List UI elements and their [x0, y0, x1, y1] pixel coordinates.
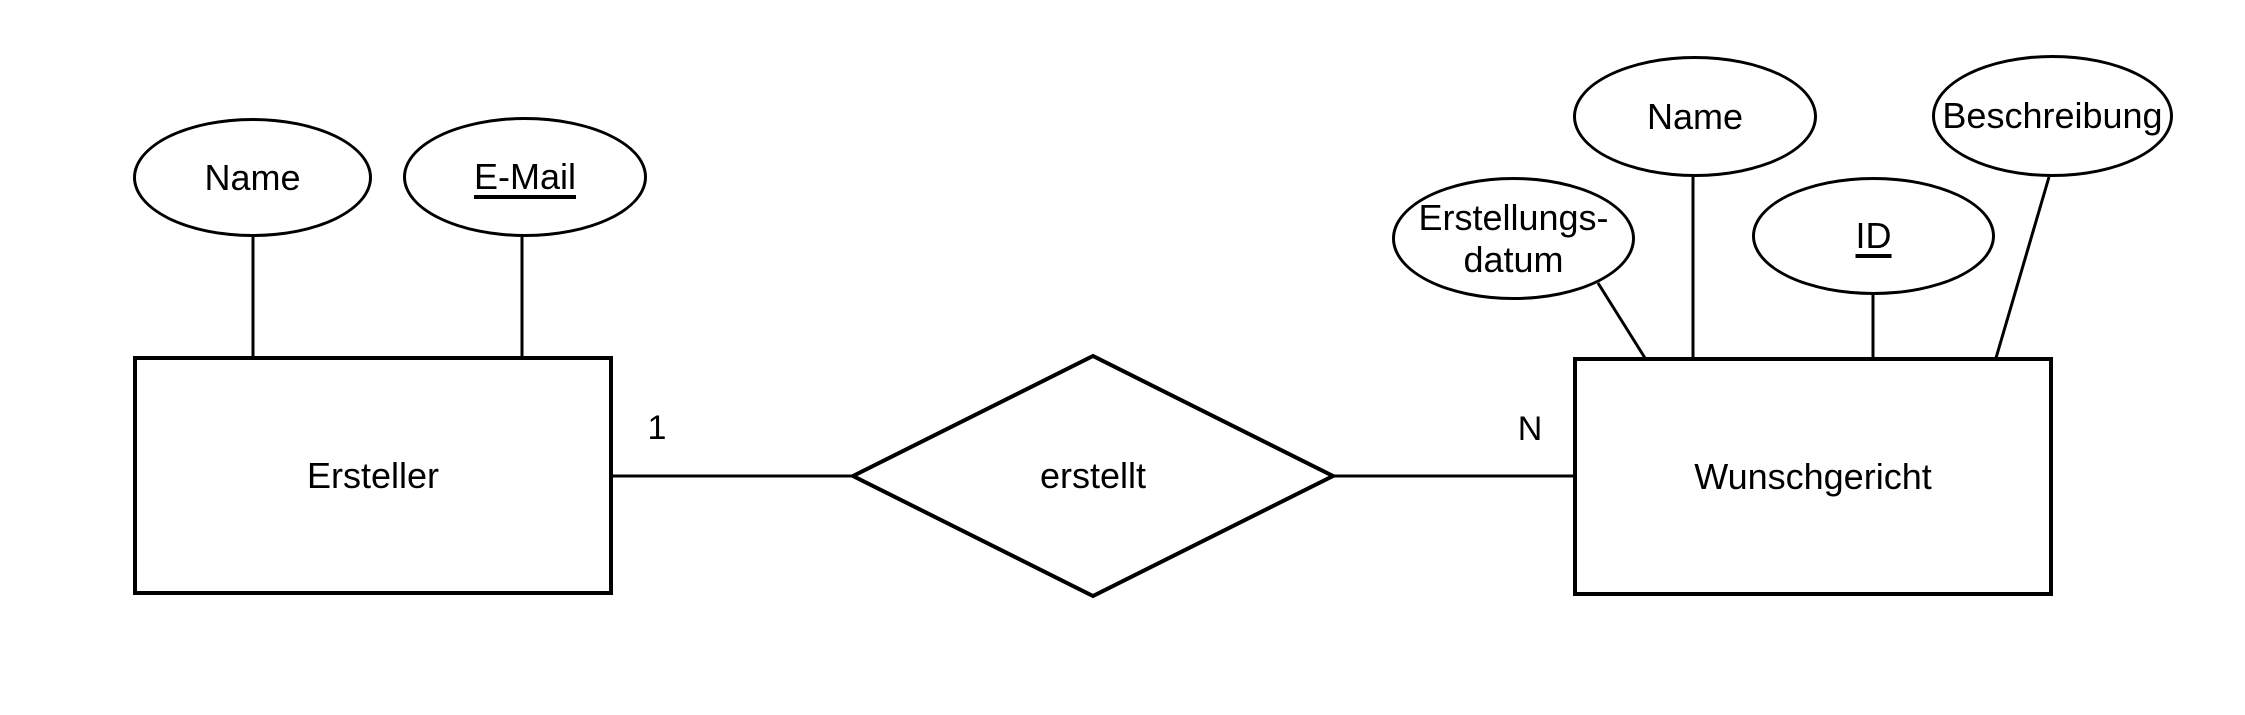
entity-ersteller[interactable]: Ersteller [133, 356, 613, 595]
attribute-label-key: E-Mail [473, 156, 576, 198]
cardinality-left: 1 [647, 408, 667, 447]
cardinality-right: N [1517, 409, 1543, 448]
attribute-label: Name [204, 156, 301, 198]
entity-wunschgericht[interactable]: Wunschgericht [1573, 357, 2053, 596]
attribute-wunschgericht-beschreibung[interactable]: Beschreibung [1932, 55, 2173, 177]
attribute-label: Beschreibung [1942, 95, 2163, 137]
attribute-label: Name [1646, 95, 1744, 137]
connector-wunschgericht-beschreibung [1994, 176, 2051, 359]
attribute-label-key: ID [1855, 215, 1892, 257]
connector-wunschgericht-erstellungsdatum [1596, 282, 1647, 359]
relationship-label: erstellt [1039, 455, 1147, 496]
attribute-label: Erstellungs- datum [1418, 197, 1609, 280]
attribute-wunschgericht-name[interactable]: Name [1573, 56, 1817, 177]
entity-label: Ersteller [306, 454, 440, 496]
attribute-ersteller-name[interactable]: Name [133, 118, 372, 237]
relationship-diamond[interactable] [848, 353, 1338, 599]
attribute-wunschgericht-erstellungsdatum[interactable]: Erstellungs- datum [1392, 177, 1635, 300]
attribute-wunschgericht-id[interactable]: ID [1752, 177, 1995, 295]
entity-label: Wunschgericht [1694, 455, 1932, 497]
attribute-ersteller-email[interactable]: E-Mail [403, 117, 647, 237]
